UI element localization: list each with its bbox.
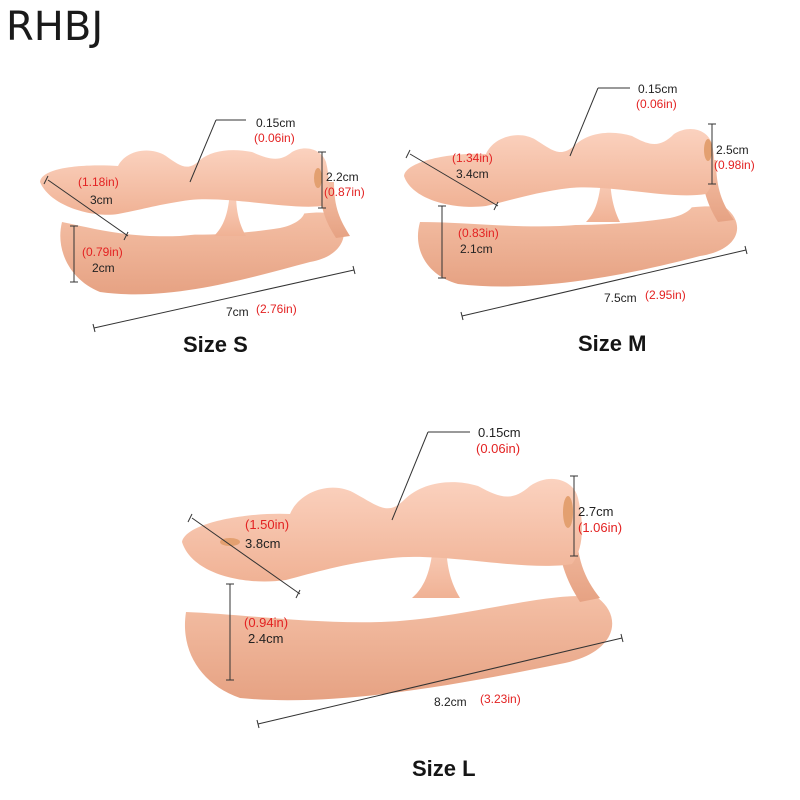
toe-cm-label: 2.2cm (326, 170, 359, 184)
size-m-title: Size M (578, 331, 647, 356)
width-in-label: (1.34in) (452, 151, 493, 165)
length-in-label: (2.76in) (256, 302, 297, 316)
separator-size-l (182, 478, 613, 701)
width-in-label: (1.50in) (245, 517, 290, 532)
thickness-cm-label: 0.15cm (256, 116, 296, 130)
size-s-title: Size S (183, 332, 248, 357)
height-in-label: (0.94in) (244, 615, 289, 630)
height-cm-label: 2cm (92, 261, 115, 275)
height-in-label: (0.83in) (458, 226, 499, 240)
height-in-label: (0.79in) (82, 245, 123, 259)
thickness-cm-label: 0.15cm (638, 82, 678, 96)
width-in-label: (1.18in) (78, 175, 119, 189)
toe-in-label: (1.06in) (578, 520, 623, 535)
length-cm-label: 7.5cm (604, 291, 637, 305)
thickness-cm-label: 0.15cm (478, 425, 521, 440)
toe-in-label: (0.87in) (324, 185, 365, 199)
length-in-label: (2.95in) (645, 288, 686, 302)
size-l-title: Size L (412, 756, 476, 781)
brand-logo: RHBJ (6, 4, 104, 50)
length-cm-label: 7cm (226, 305, 249, 319)
thickness-in-label: (0.06in) (254, 131, 295, 145)
height-cm-label: 2.4cm (248, 631, 284, 646)
thickness-in-label: (0.06in) (476, 441, 521, 456)
height-cm-label: 2.1cm (460, 242, 493, 256)
width-cm-label: 3.8cm (245, 536, 281, 551)
length-cm-label: 8.2cm (434, 695, 467, 709)
toe-cm-label: 2.7cm (578, 504, 614, 519)
toe-cm-label: 2.5cm (716, 143, 749, 157)
width-cm-label: 3cm (90, 193, 113, 207)
dimension-lines (43, 87, 748, 729)
width-cm-label: 3.4cm (456, 167, 489, 181)
length-in-label: (3.23in) (480, 692, 521, 706)
separator-size-m (404, 129, 738, 287)
separator-size-s (40, 148, 350, 295)
thickness-in-label: (0.06in) (636, 97, 677, 111)
toe-in-label: (0.98in) (714, 158, 755, 172)
